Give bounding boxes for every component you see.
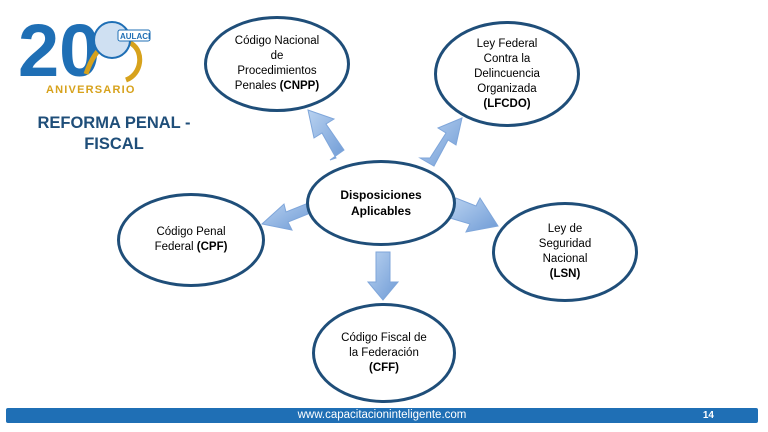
cnpp-line-4: Penales	[234, 80, 277, 92]
lsn-line-3: Nacional	[542, 253, 588, 265]
lsn-line-1: Ley de	[547, 223, 583, 235]
logo-subtitle: ANIVERSARIO	[46, 84, 136, 96]
lfcdo-line-2: Contra la	[483, 52, 531, 65]
cpf-abbr: (CPF)	[196, 241, 228, 253]
arrow-to-lsn	[449, 196, 499, 233]
arrow-to-cnpp	[307, 109, 345, 161]
node-lsn: Ley de Seguridad Nacional (LSN)	[492, 202, 638, 302]
footer-bar: www.capacitacioninteligente.com 14	[6, 408, 758, 423]
cff-abbr: (CFF)	[368, 361, 399, 374]
arrow-to-cpf	[260, 198, 313, 231]
cpf-line-2: Federal	[154, 241, 194, 253]
cff-line-1: Código Fiscal de	[341, 331, 427, 344]
arrow-to-cff	[366, 251, 400, 301]
cnpp-abbr: (CNPP)	[279, 80, 320, 92]
title-line-1: REFORMA PENAL -	[37, 114, 191, 132]
lsn-abbr: (LSN)	[549, 268, 581, 280]
node-cff: Código Fiscal de la Federación (CFF)	[312, 303, 456, 403]
lfcdo-line-4: Organizada	[477, 82, 537, 95]
lsn-line-2: Seguridad	[538, 238, 592, 250]
cpf-line-1: Código Penal	[156, 226, 226, 238]
cnpp-line-3: Procedimientos	[237, 65, 317, 77]
cnpp-line-1: Código Nacional	[234, 35, 320, 47]
title-line-2: FISCAL	[84, 135, 144, 153]
logo-number: 20	[18, 9, 100, 92]
logo-graphic: 20 AULACI	[18, 9, 151, 92]
anniversary-logo: 20 AULACI ANIVERSARIO	[14, 4, 154, 104]
logo-badge: AULACI	[120, 32, 150, 41]
page-number: 14	[702, 410, 714, 421]
cnpp-line-2: de	[270, 50, 284, 62]
center-line-2: Aplicables	[350, 204, 411, 218]
cff-line-2: la Federación	[349, 346, 419, 359]
node-cnpp: Código Nacional de Procedimientos Penale…	[204, 16, 350, 112]
node-lfcdo: Ley Federal Contra la Delincuencia Organ…	[434, 21, 580, 127]
lfcdo-line-1: Ley Federal	[476, 37, 538, 50]
footer-url[interactable]: www.capacitacioninteligente.com	[297, 409, 467, 421]
node-cpf: Código Penal Federal (CPF)	[117, 193, 265, 287]
slide-title: REFORMA PENAL - FISCAL	[34, 113, 194, 155]
center-line-1: Disposiciones	[340, 188, 422, 202]
node-center: Disposiciones Aplicables	[306, 160, 456, 246]
lfcdo-line-3: Delincuencia	[474, 67, 540, 80]
arrow-to-lfcdo	[418, 117, 463, 167]
lfcdo-abbr: (LFCDO)	[483, 97, 531, 110]
